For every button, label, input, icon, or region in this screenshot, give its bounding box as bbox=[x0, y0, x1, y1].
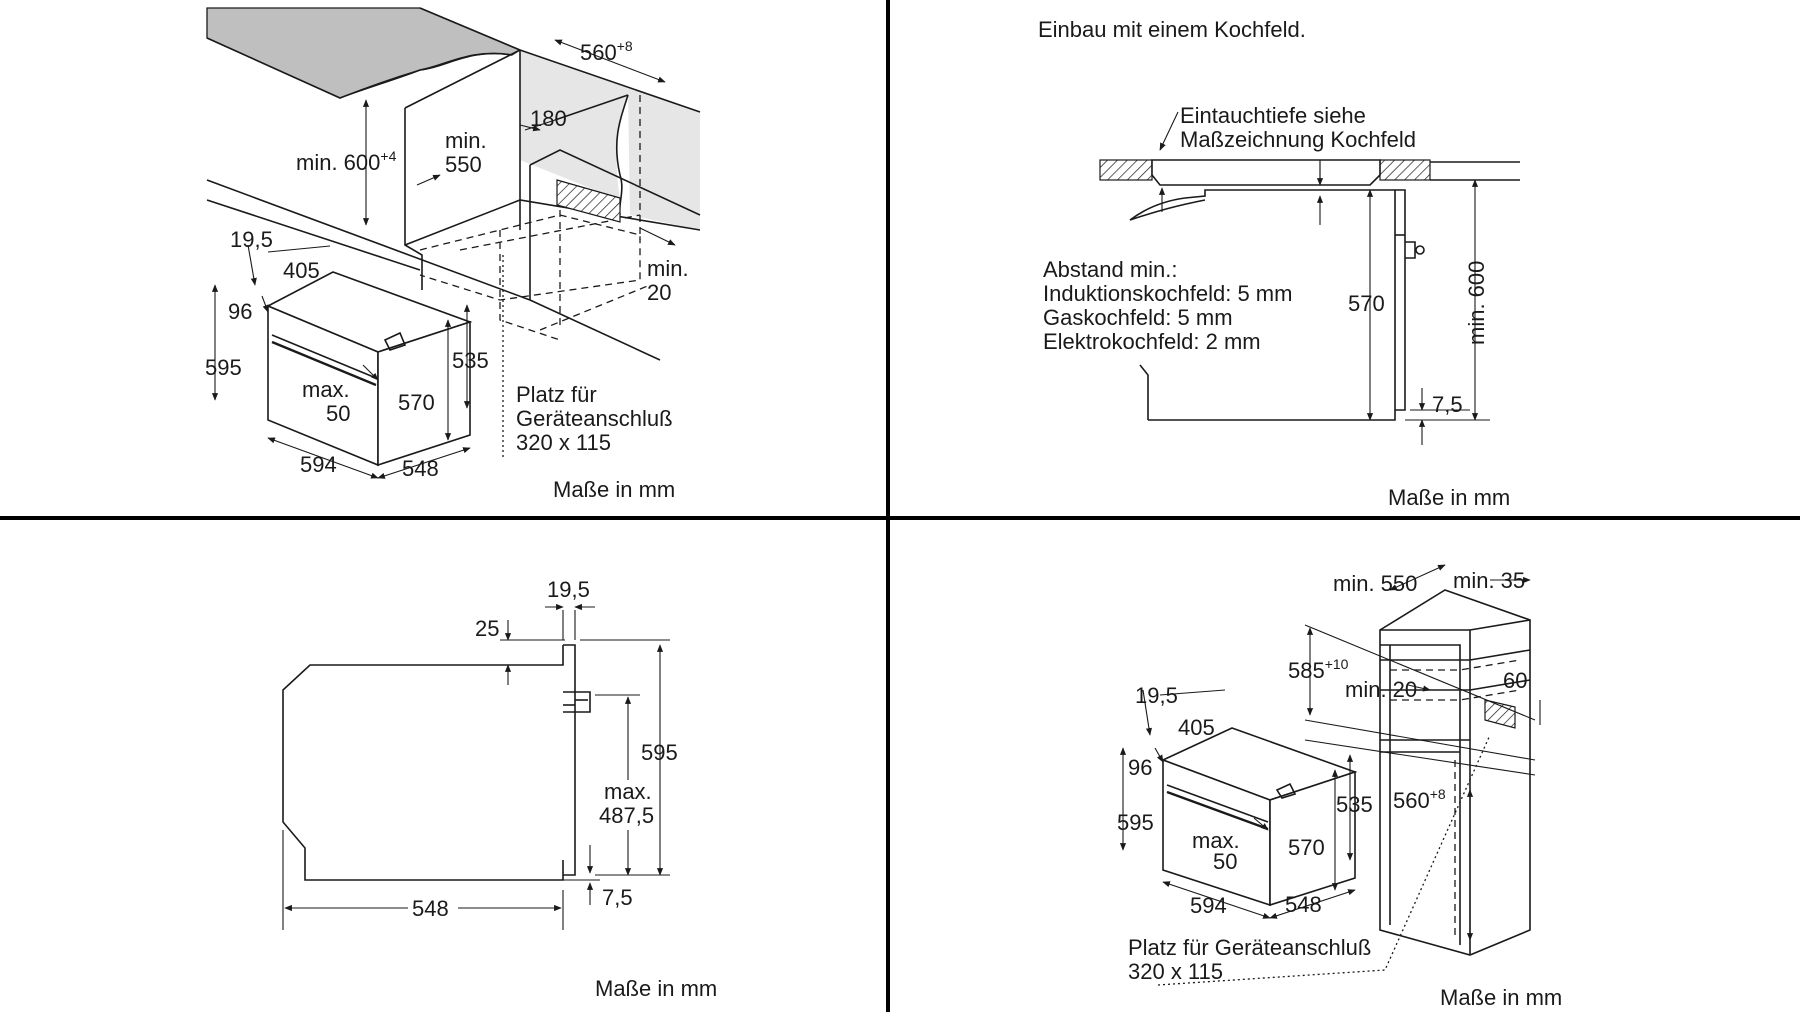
abstand-line1: Abstand min.: bbox=[1043, 257, 1178, 282]
dim-180: 180 bbox=[530, 106, 567, 131]
dim-594: 594 bbox=[300, 452, 337, 477]
dim-585-sup: +10 bbox=[1325, 656, 1349, 672]
dim-595: 595 bbox=[1117, 810, 1154, 835]
panel-top-left: 560+8 min. 600+4 min. 550 180 min. 20 19… bbox=[205, 7, 701, 502]
dim-19-5: 19,5 bbox=[1135, 683, 1178, 708]
platz-line2: 320 x 115 bbox=[1128, 959, 1223, 984]
dim-560-sup: +8 bbox=[1430, 786, 1446, 802]
platz-line3: 320 x 115 bbox=[516, 430, 611, 455]
dim-25: 25 bbox=[475, 616, 499, 641]
abstand-line4: Elektrokochfeld: 2 mm bbox=[1043, 329, 1261, 354]
svg-text:585+10: 585+10 bbox=[1288, 656, 1349, 683]
dim-570: 570 bbox=[398, 390, 435, 415]
hob bbox=[1151, 159, 1381, 186]
dim-min550: min. 550 bbox=[1333, 571, 1417, 596]
dim-560: 560 bbox=[580, 40, 617, 65]
dim-min35: min. 35 bbox=[1453, 568, 1525, 593]
dim-560-sup: +8 bbox=[617, 38, 633, 54]
dim-405: 405 bbox=[1178, 715, 1215, 740]
dim-560: 560 bbox=[1393, 788, 1430, 813]
title-kochfeld: Einbau mit einem Kochfeld. bbox=[1038, 17, 1306, 42]
units-label: Maße in mm bbox=[595, 976, 717, 1001]
connection-area bbox=[556, 179, 621, 223]
svg-text:560+8: 560+8 bbox=[1393, 786, 1446, 813]
platz-line1: Platz für bbox=[516, 382, 597, 407]
dim-max-b: 487,5 bbox=[599, 803, 654, 828]
dim-min600: min. 600 bbox=[296, 150, 380, 175]
dim-min600: min. 600 bbox=[1464, 261, 1489, 345]
countertop-left bbox=[1099, 159, 1153, 181]
platz-line1: Platz für Geräteanschluß bbox=[1128, 935, 1371, 960]
dim-585: 585 bbox=[1288, 658, 1325, 683]
dim-96: 96 bbox=[1128, 755, 1152, 780]
countertop-right bbox=[1379, 159, 1431, 181]
units-label: Maße in mm bbox=[1440, 985, 1562, 1010]
dim-548: 548 bbox=[402, 456, 439, 481]
dim-max50-b: 50 bbox=[326, 401, 350, 426]
dim-max50-a: max. bbox=[1192, 828, 1240, 853]
dim-595: 595 bbox=[641, 740, 678, 765]
dim-min550-b: 550 bbox=[445, 152, 482, 177]
countertop bbox=[206, 7, 522, 99]
platz-line2: Geräteanschluß bbox=[516, 406, 673, 431]
svg-text:560+8: 560+8 bbox=[580, 38, 633, 65]
dim-max50-b: 50 bbox=[1213, 849, 1237, 874]
dim-7-5: 7,5 bbox=[602, 885, 633, 910]
dim-595: 595 bbox=[205, 355, 242, 380]
dim-min600-sup: +4 bbox=[380, 148, 396, 164]
dim-min20: min. 20 bbox=[1345, 677, 1417, 702]
panel-bottom-left: 19,5 25 595 max. 487,5 7,5 548 Maße in m… bbox=[282, 577, 717, 1001]
panel-bottom-right: min. 550 min. 35 585+10 min. 20 60 19,5 … bbox=[1117, 564, 1562, 1010]
dim-max-a: max. bbox=[604, 779, 652, 804]
dim-60: 60 bbox=[1503, 668, 1527, 693]
svg-text:min. 600+4: min. 600+4 bbox=[296, 148, 397, 175]
eintauch-line2: Maßzeichnung Kochfeld bbox=[1180, 127, 1416, 152]
dim-570: 570 bbox=[1288, 835, 1325, 860]
dim-7-5: 7,5 bbox=[1432, 392, 1463, 417]
dim-min550-a: min. bbox=[445, 128, 487, 153]
abstand-line3: Gaskochfeld: 5 mm bbox=[1043, 305, 1233, 330]
abstand-line2: Induktionskochfeld: 5 mm bbox=[1043, 281, 1292, 306]
oven-side bbox=[282, 645, 564, 881]
units-label: Maße in mm bbox=[1388, 485, 1510, 510]
dim-548: 548 bbox=[412, 896, 449, 921]
dim-min20-a: min. bbox=[647, 256, 689, 281]
dim-min20-b: 20 bbox=[647, 280, 671, 305]
eintauch-line1: Eintauchtiefe siehe bbox=[1180, 103, 1366, 128]
panel-top-right: Einbau mit einem Kochfeld. Eintauchtiefe… bbox=[1038, 17, 1520, 510]
dim-535: 535 bbox=[1336, 792, 1373, 817]
connection-area bbox=[1484, 699, 1516, 729]
dim-594: 594 bbox=[1190, 893, 1227, 918]
dim-96: 96 bbox=[228, 299, 252, 324]
dim-19-5: 19,5 bbox=[230, 227, 273, 252]
dim-548: 548 bbox=[1285, 892, 1322, 917]
dim-535: 535 bbox=[452, 348, 489, 373]
dim-19-5: 19,5 bbox=[547, 577, 590, 602]
units-label: Maße in mm bbox=[553, 477, 675, 502]
dim-570: 570 bbox=[1348, 291, 1385, 316]
dim-405: 405 bbox=[283, 258, 320, 283]
dim-max50-a: max. bbox=[302, 377, 350, 402]
